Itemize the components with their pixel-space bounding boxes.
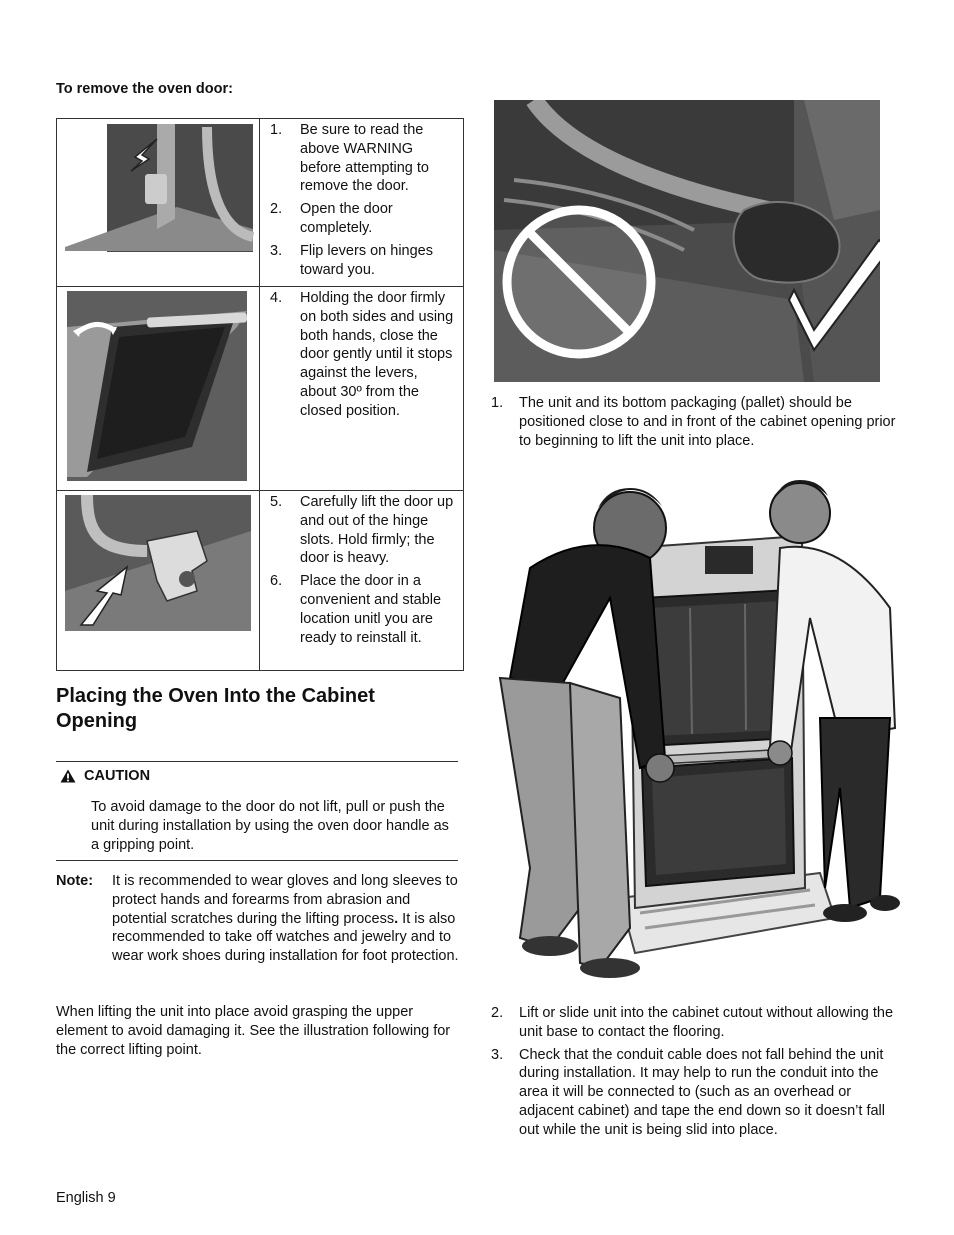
two-person-lift-illustration bbox=[490, 468, 900, 990]
step-item: 1.Be sure to read the above WARNING befo… bbox=[270, 122, 429, 195]
step-item: 3.Flip levers on hinges toward you. bbox=[270, 242, 433, 278]
note: Note: It is recommended to wear gloves a… bbox=[56, 872, 461, 966]
caution-box: CAUTION To avoid damage to the door do n… bbox=[56, 761, 458, 861]
steps-row: 1.Be sure to read the above WARNING befo… bbox=[57, 119, 463, 286]
steps-text: 4.Holding the door firmly on both sides … bbox=[260, 287, 463, 490]
caution-title: CAUTION bbox=[60, 767, 150, 786]
step-item: 6.Place the door in a convenient and sta… bbox=[270, 573, 442, 646]
warning-triangle-icon bbox=[60, 769, 76, 783]
step-item: 3.Check that the conduit cable does not … bbox=[491, 1046, 885, 1138]
steps-text: 1.Be sure to read the above WARNING befo… bbox=[260, 119, 463, 286]
door-hinge-lever-illustration bbox=[57, 119, 260, 286]
step-item: 2.Lift or slide unit into the cabinet cu… bbox=[491, 1005, 894, 1040]
lifting-point-illustration bbox=[494, 94, 891, 382]
lifting-paragraph: When lifting the unit into place avoid g… bbox=[56, 1004, 451, 1058]
section-heading: To remove the oven door: bbox=[56, 81, 233, 97]
steps-table: 1.Be sure to read the above WARNING befo… bbox=[56, 118, 464, 671]
door-lift-illustration bbox=[57, 491, 260, 670]
caution-body: To avoid damage to the door do not lift,… bbox=[91, 799, 449, 853]
door-closing-illustration bbox=[57, 287, 260, 490]
page-footer: English 9 bbox=[56, 1190, 116, 1206]
note-label: Note: bbox=[56, 873, 94, 889]
note-body: It is recommended to wear gloves and lon… bbox=[112, 873, 459, 965]
step-item: 2.Open the door completely. bbox=[270, 201, 393, 236]
steps-row: 5.Carefully lift the door up and out of … bbox=[57, 490, 463, 670]
steps-text: 5.Carefully lift the door up and out of … bbox=[260, 491, 463, 670]
step-item: 5.Carefully lift the door up and out of … bbox=[270, 494, 454, 567]
step-item: 4.Holding the door firmly on both sides … bbox=[270, 290, 454, 419]
steps-row: 4.Holding the door firmly on both sides … bbox=[57, 286, 463, 490]
right-steps-top: 1.The unit and its bottom packaging (pal… bbox=[491, 394, 901, 454]
step-item: 1.The unit and its bottom packaging (pal… bbox=[491, 395, 896, 449]
section-title: Placing the Oven Into the Cabinet Openin… bbox=[56, 685, 375, 732]
right-steps-bottom: 2.Lift or slide unit into the cabinet cu… bbox=[491, 1004, 901, 1144]
